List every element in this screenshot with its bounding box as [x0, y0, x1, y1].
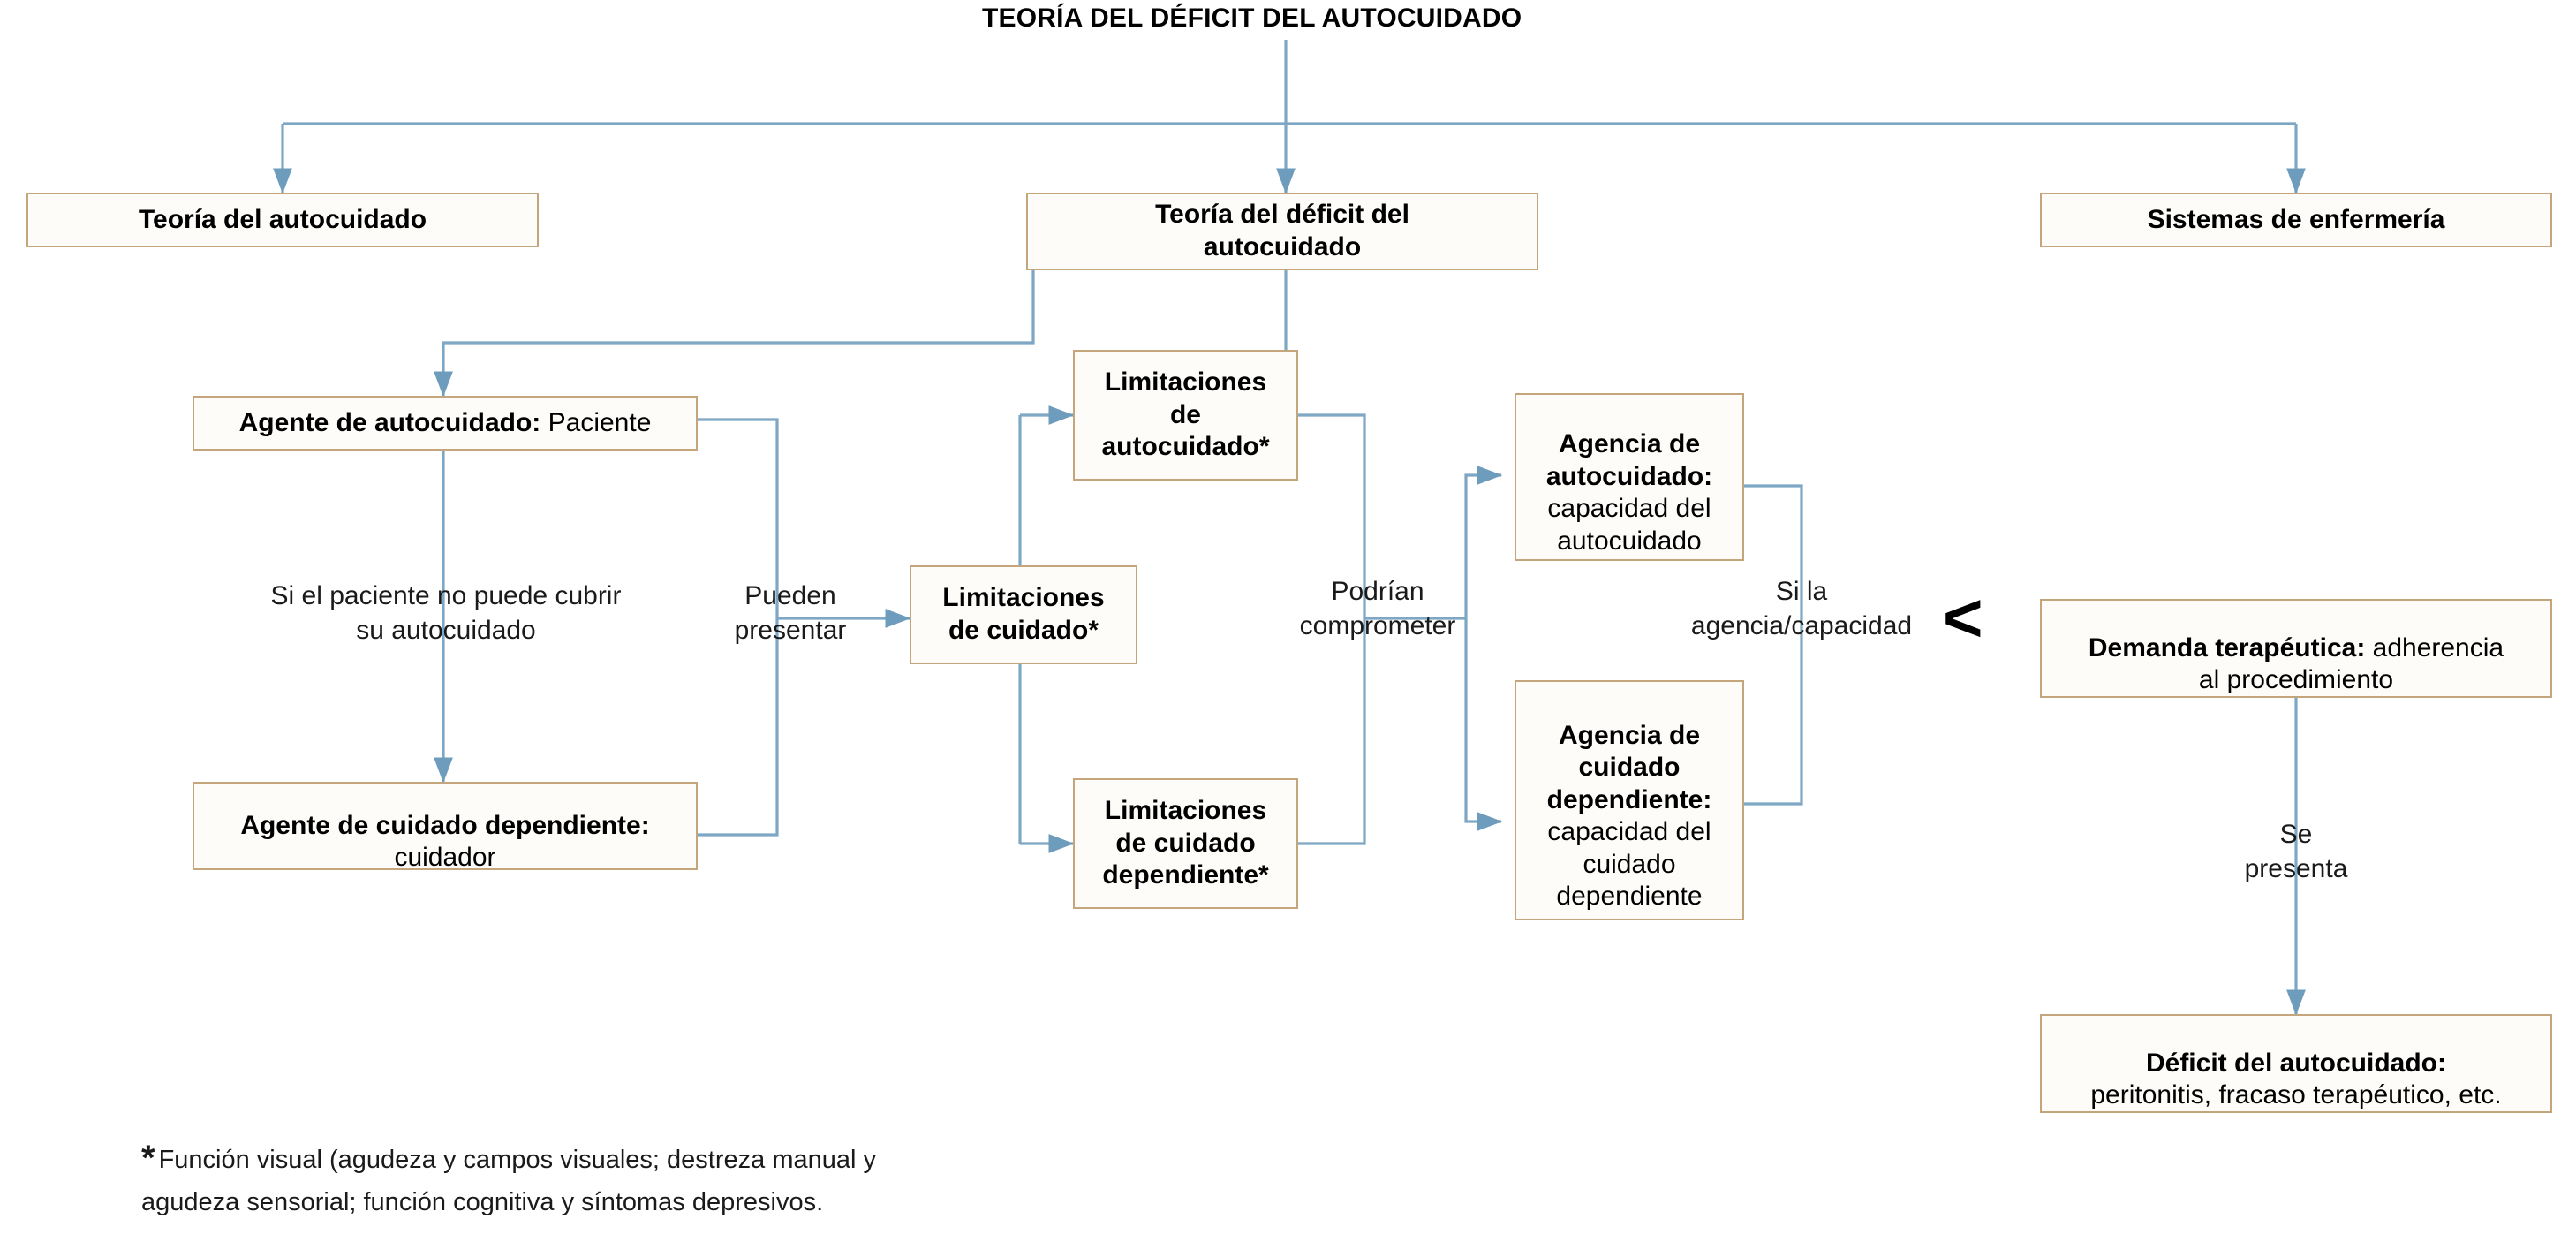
node-demanda-terapeutica[interactable]: Demanda terapéutica: adherencia al proce…: [2040, 599, 2552, 698]
node-demanda-normal: adherencia al procedimiento: [2198, 632, 2504, 695]
asterisk-icon: *: [141, 1139, 155, 1177]
node-agente-dependiente-normal: cuidador: [394, 843, 496, 873]
node-agente-autocuidado[interactable]: Agente de autocuidado: Paciente: [193, 396, 698, 451]
node-limitaciones-cuidado-bold: Limitaciones de cuidado*: [942, 583, 1105, 645]
node-deficit-autocuidado[interactable]: Déficit del autocuidado: peritonitis, fr…: [2040, 1014, 2552, 1113]
node-teoria-deficit-bold: Teoría del déficit del autocuidado: [1155, 200, 1409, 261]
node-agencia-autocuidado[interactable]: Agencia de autocuidado: capacidad del au…: [1515, 393, 1744, 561]
node-demanda-label: Demanda terapéutica: adherencia al proce…: [2089, 600, 2504, 697]
wire-to-agencia-dep: [1464, 618, 1503, 831]
node-limitaciones-autocuidado[interactable]: Limitaciones de autocuidado*: [1073, 350, 1298, 481]
node-agencia-cuidado-dependiente[interactable]: Agencia de cuidado dependiente: capacida…: [1515, 680, 1744, 920]
less-than-icon: <: [1943, 579, 1983, 656]
wire-deficit-to-agente: [434, 269, 1035, 398]
edge-label-podrian-comprometer: Podrían comprometer: [1299, 577, 1456, 640]
node-agente-dependiente-label: Agente de cuidado dependiente: cuidador: [240, 777, 649, 875]
node-demanda-bold: Demanda terapéutica:: [2088, 632, 2366, 663]
node-agencia-autocuidado-label: Agencia de autocuidado: capacidad del au…: [1546, 397, 1712, 558]
node-agente-dependiente-bold: Agente de cuidado dependiente:: [240, 810, 650, 840]
wire-lcd-right: [1298, 618, 1366, 845]
page-title: TEORÍA DEL DÉFICIT DEL AUTOCUIDADO: [982, 4, 1522, 33]
node-agencia-autocuidado-bold: Agencia de autocuidado:: [1545, 429, 1713, 491]
node-deficit-label: Déficit del autocuidado: peritonitis, fr…: [2090, 1015, 2501, 1112]
footnote-line-2: agudeza sensorial; función cognitiva y s…: [141, 1188, 824, 1216]
node-deficit-bold: Déficit del autocuidado:: [2145, 1048, 2446, 1078]
node-agente-autocuidado-normal: Paciente: [540, 407, 652, 437]
node-teoria-autocuidado-label: Teoría del autocuidado: [139, 204, 427, 237]
node-sistemas-bold: Sistemas de enfermería: [2147, 204, 2445, 234]
node-limitaciones-autocuidado-bold: Limitaciones de autocuidado*: [1101, 367, 1270, 462]
footnote: *Función visual (agudeza y campos visual…: [141, 1132, 1201, 1221]
node-agente-cuidado-dependiente[interactable]: Agente de cuidado dependiente: cuidador: [193, 782, 698, 872]
node-agente-autocuidado-bold: Agente de autocuidado:: [238, 407, 541, 437]
node-agencia-dependiente-normal: capacidad del cuidado dependiente: [1547, 817, 1711, 912]
footnote-line-1: Función visual (agudeza y campos visuale…: [158, 1146, 876, 1174]
edge-label-se-presenta: Se presenta: [2244, 820, 2348, 883]
edge-label-pueden-presentar: Pueden presentar: [734, 581, 847, 645]
node-teoria-autocuidado-bold: Teoría del autocuidado: [138, 204, 427, 234]
node-agente-autocuidado-label: Agente de autocuidado: Paciente: [239, 407, 652, 440]
node-limitaciones-cuidado-dependiente[interactable]: Limitaciones de cuidado dependiente*: [1073, 778, 1298, 909]
wire-agencia-dep-right: [1744, 618, 1803, 806]
edge-label-si-el-paciente: Si el paciente no puede cubrir su autocu…: [270, 581, 622, 645]
node-teoria-deficit-autocuidado[interactable]: Teoría del déficit del autocuidado: [1026, 193, 1538, 270]
node-agencia-dependiente-label: Agencia de cuidado dependiente: capacida…: [1547, 687, 1712, 913]
wire-dependiente-right: [698, 618, 779, 837]
node-agencia-dependiente-bold: Agencia de cuidado dependiente:: [1546, 720, 1712, 814]
node-agencia-autocuidado-normal: capacidad del autocuidado: [1547, 494, 1711, 556]
node-limitaciones-cuidado-dependiente-bold: Limitaciones de cuidado dependiente*: [1102, 796, 1269, 890]
node-sistemas-enfermeria[interactable]: Sistemas de enfermería: [2040, 193, 2552, 247]
node-teoria-autocuidado[interactable]: Teoría del autocuidado: [26, 193, 539, 247]
edge-label-si-la-agencia: Si la agencia/capacidad: [1690, 577, 1913, 640]
node-deficit-normal: peritonitis, fracaso terapéutico, etc.: [2090, 1080, 2502, 1110]
node-limitaciones-cuidado[interactable]: Limitaciones de cuidado*: [910, 565, 1137, 664]
